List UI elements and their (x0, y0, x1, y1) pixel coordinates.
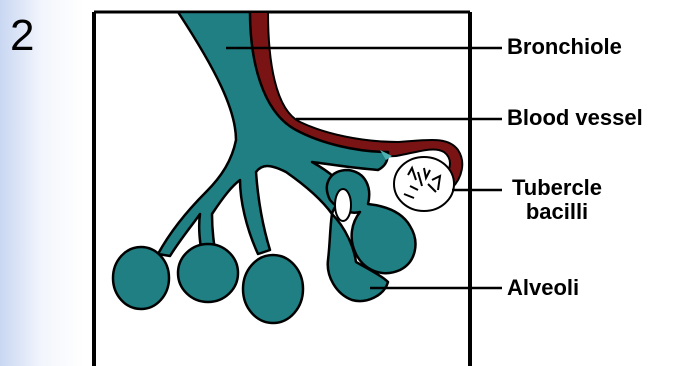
bronchiole-label: Bronchiole (507, 35, 622, 59)
tubercle-label-line1: Tubercle (507, 176, 607, 200)
blood-vessel-label: Blood vessel (507, 106, 643, 130)
alveolus (178, 244, 238, 302)
alveolus (113, 247, 169, 309)
tubercle-bacilli-label: Tubercle bacilli (507, 176, 607, 224)
tubercle-granuloma (394, 157, 454, 211)
alveolus-lumen (335, 189, 351, 221)
tubercle (380, 150, 454, 211)
alveolus (243, 255, 303, 323)
panel-number: 2 (10, 14, 34, 58)
tubercle-label-line2: bacilli (507, 200, 607, 224)
alveoli-label: Alveoli (507, 276, 579, 300)
